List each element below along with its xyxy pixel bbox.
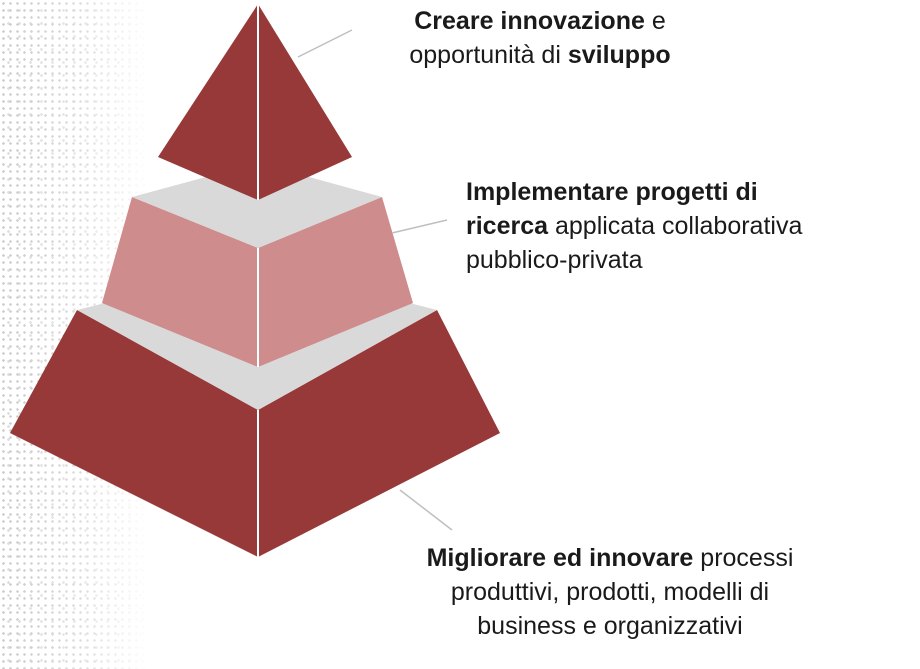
bottom-label-line-1: Migliorare ed innovare processi (330, 541, 890, 575)
top-label-line-1: Creare innovazione e (330, 4, 750, 38)
bottom-tier-right-face (258, 310, 500, 557)
middle-label-bold-2: ricerca (466, 212, 549, 240)
middle-level-label: Implementare progetti di ricerca applica… (466, 175, 916, 277)
bottom-label-line-3: business e organizzativi (330, 609, 890, 643)
middle-label-line-3: pubblico-privata (466, 243, 916, 277)
bottom-level-label: Migliorare ed innovare processi produtti… (330, 541, 890, 643)
top-level-label: Creare innovazione e opportunità di svil… (330, 4, 750, 72)
top-tier-left-face (158, 4, 258, 200)
top-label-bold-1: Creare innovazione (414, 7, 645, 35)
middle-tier-top-separator (132, 163, 382, 248)
bottom-label-text-1: processi (693, 544, 794, 572)
middle-label-bold-1: Implementare progetti di (466, 178, 758, 206)
top-tier-right-face (258, 4, 352, 200)
bottom-tier-left-face (10, 310, 258, 557)
bottom-label-bold-1: Migliorare ed innovare (426, 544, 694, 572)
middle-label-line-1: Implementare progetti di (466, 175, 916, 209)
middle-tier-right-face (258, 197, 413, 367)
middle-label-line-2: ricerca applicata collaborativa (466, 209, 916, 243)
bottom-leader-line (399, 489, 453, 531)
top-label-bold-2: sviluppo (567, 41, 671, 69)
top-label-text-2: opportunità di (409, 41, 568, 69)
bottom-label-text-2: produttivi, prodotti, modelli di (450, 578, 770, 606)
bottom-label-text-3: business e organizzativi (477, 612, 743, 640)
top-label-line-2: opportunità di sviluppo (330, 38, 750, 72)
bottom-label-line-2: produttivi, prodotti, modelli di (330, 575, 890, 609)
middle-label-text-1: applicata collaborativa (548, 212, 803, 240)
top-leader-line (297, 29, 353, 58)
middle-leader-line (391, 219, 448, 234)
middle-label-text-2: pubblico-privata (466, 246, 643, 274)
middle-tier-left-face (102, 197, 258, 367)
top-label-text-1: e (644, 7, 666, 35)
